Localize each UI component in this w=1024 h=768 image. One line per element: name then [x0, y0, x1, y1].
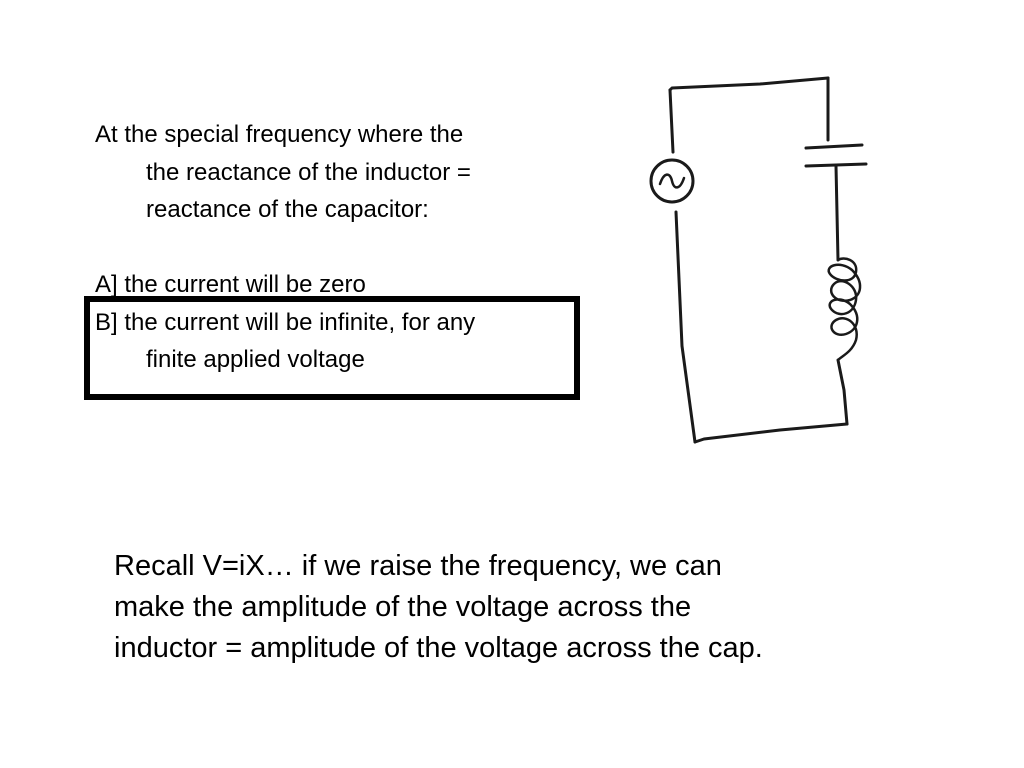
- question-block: At the special frequency where the the r…: [95, 116, 615, 379]
- question-line-2: the reactance of the inductor =: [146, 158, 471, 186]
- left-wire-bottom: [674, 210, 697, 444]
- right-wire-middle: [834, 164, 840, 262]
- explanation-line-3: inductor = amplitude of the voltage acro…: [114, 632, 763, 664]
- option-b-line-2: finite applied voltage: [146, 346, 365, 373]
- ac-source-icon: [649, 158, 695, 204]
- capacitor-top-plate: [804, 143, 864, 150]
- explanation-block: Recall V=iX… if we raise the frequency, …: [114, 546, 934, 669]
- selected-answer-box: [84, 296, 580, 400]
- top-wire: [668, 76, 830, 92]
- spacer: [95, 229, 615, 267]
- question-line-3: reactance of the capacitor:: [146, 196, 429, 223]
- right-wire-lower: [836, 358, 849, 426]
- ac-source-wave: [658, 173, 686, 189]
- bottom-wire: [693, 422, 849, 444]
- question-line-1: At the special frequency where the: [95, 121, 464, 148]
- lc-circuit-diagram: [649, 76, 868, 444]
- left-wire-top: [668, 88, 675, 154]
- inductor-coil: [827, 257, 862, 362]
- option-a: A] the current will be zero: [95, 271, 366, 298]
- option-b-line-1: B] the current will be infinite, for any: [95, 308, 476, 336]
- explanation-line-2: make the amplitude of the voltage across…: [114, 591, 692, 623]
- explanation-line-1: Recall V=iX… if we raise the frequency, …: [114, 550, 722, 582]
